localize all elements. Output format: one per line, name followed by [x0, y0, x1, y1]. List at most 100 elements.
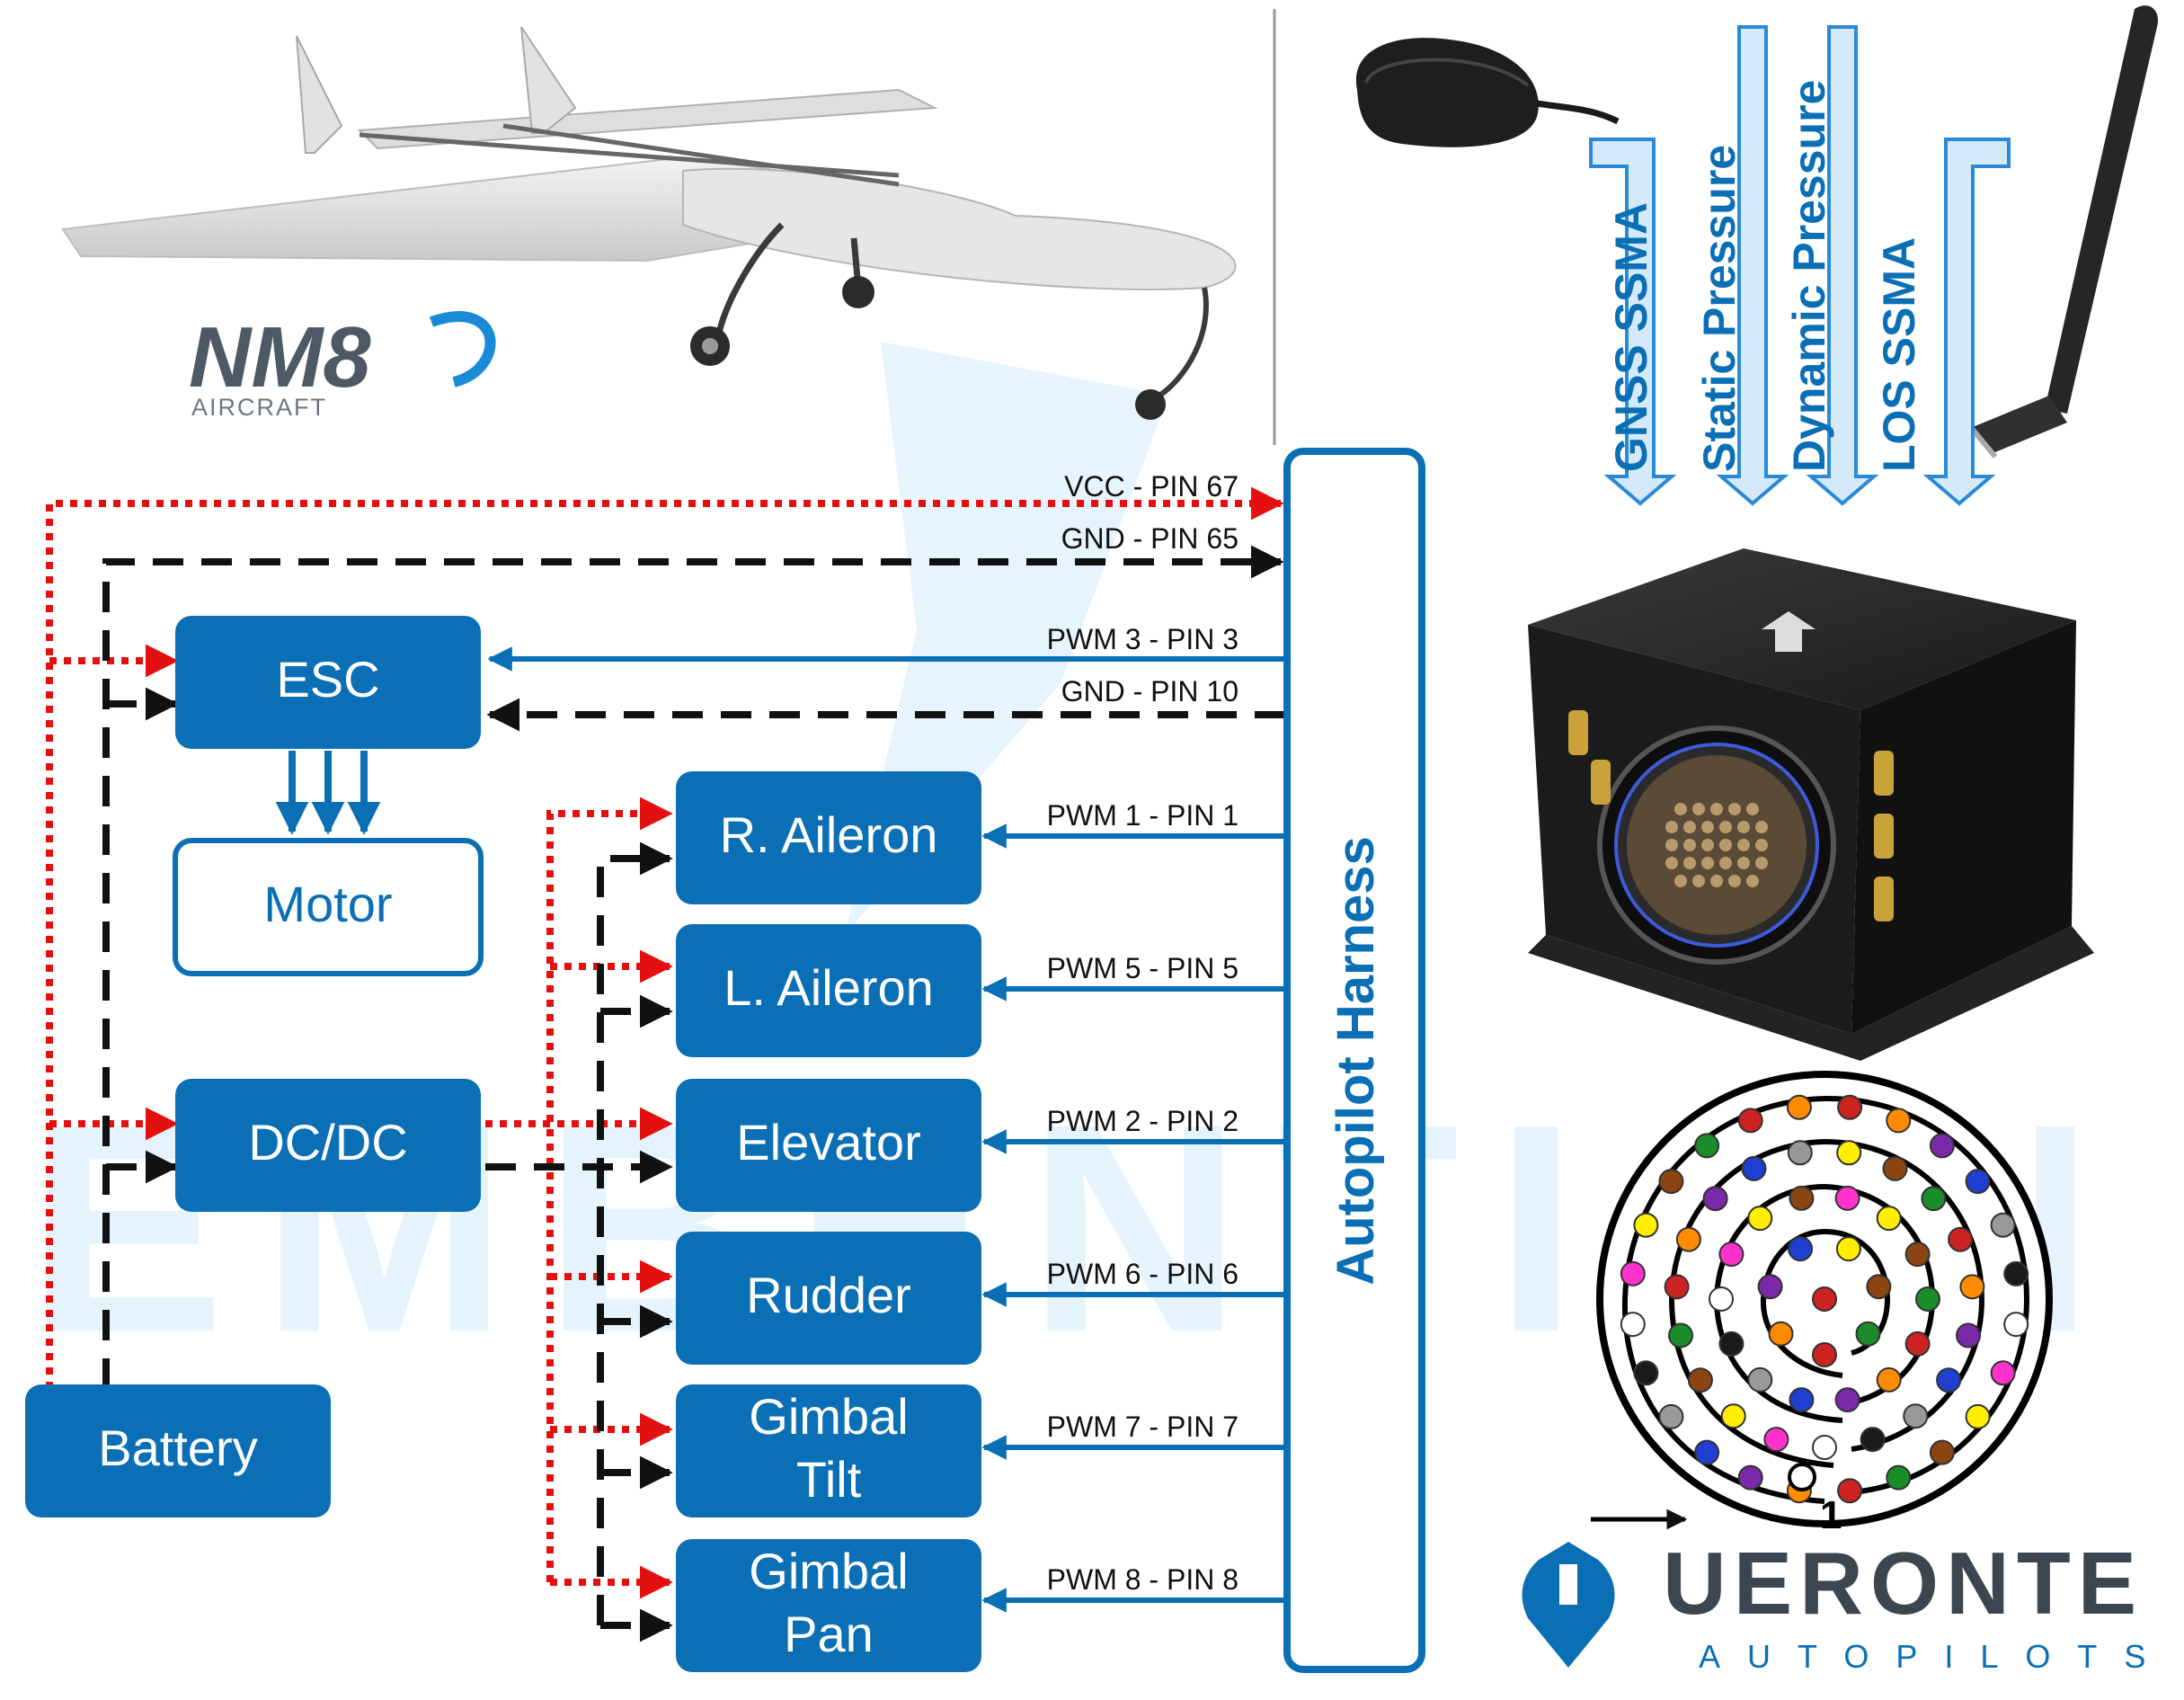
rudder-block: Rudder	[676, 1232, 981, 1365]
connector-pin-dot	[1836, 1140, 1862, 1166]
connector-pin-dot	[1709, 1286, 1734, 1312]
label-gnss-ssma: GNSS SSMA	[1606, 202, 1656, 472]
l-aileron-label: L. Aileron	[724, 959, 934, 1016]
nm8-logo-text: NM8	[189, 309, 371, 405]
nm8-logo-subtext: AIRCRAFT	[191, 394, 327, 421]
connector-pin-dot	[1675, 1226, 1701, 1252]
gimbal-tilt-label-line2: Tilt	[796, 1451, 862, 1508]
pin-label-pwm8: PWM 8 - PIN 8	[1047, 1563, 1238, 1596]
connector-pin-dot	[1718, 1331, 1745, 1357]
l-aileron-block: L. Aileron	[676, 924, 981, 1057]
connector-pin-dot	[1620, 1260, 1646, 1286]
connector-pin-dot	[1786, 1094, 1812, 1120]
connector-pin-one-label: 1	[1820, 1493, 1842, 1537]
connector-pin-dot	[1720, 1403, 1746, 1429]
connector-pin-dot	[1737, 1108, 1763, 1134]
connector-pin-dot	[1633, 1360, 1659, 1386]
connector-pin-dot	[1812, 1286, 1837, 1312]
connector-pin-dot	[1694, 1439, 1720, 1465]
connector-pin-dot	[1882, 1155, 1908, 1181]
connector-pin-dot	[1763, 1427, 1789, 1453]
label-dynamic-pressure: Dynamic Pressure	[1784, 80, 1834, 472]
pin-label-gnd10: GND - PIN 10	[1061, 675, 1238, 708]
connector-pin-dot	[1812, 1435, 1837, 1460]
esc-label: ESC	[276, 651, 379, 708]
label-static-pressure: Static Pressure	[1694, 145, 1745, 472]
connector-pin-dot	[1921, 1186, 1947, 1212]
veronte-logo-text: UERONTE	[1663, 1534, 2144, 1633]
nm8-logo: NM8 AIRCRAFT	[189, 309, 496, 421]
label-los-ssma: LOS SSMA	[1874, 237, 1924, 472]
gimbal-tilt-block: Gimbal Tilt	[676, 1384, 981, 1518]
connector-pin-dot	[1959, 1274, 1985, 1300]
connector-pin-dot	[1835, 1236, 1861, 1262]
connector-pin-dot	[1936, 1367, 1962, 1393]
connector-pin-dot	[1687, 1367, 1713, 1393]
connector-pin-dot	[1948, 1226, 1974, 1252]
connector-pin-dot	[1658, 1169, 1684, 1195]
pin-label-pwm3: PWM 3 - PIN 3	[1047, 623, 1238, 655]
connector-pin-dot	[1965, 1169, 1991, 1195]
connector-pin-dot	[1789, 1185, 1815, 1211]
connector-pin-dot	[1886, 1464, 1912, 1491]
connector-pin-dot	[1990, 1212, 2016, 1238]
pin-label-pwm1: PWM 1 - PIN 1	[1047, 799, 1238, 832]
connector-pin-dot	[1787, 1140, 1813, 1166]
battery-label: Battery	[98, 1420, 257, 1476]
elevator-label: Elevator	[736, 1114, 920, 1170]
connector-pin-dot	[1929, 1439, 1955, 1465]
gimbal-tilt-label-line1: Gimbal	[749, 1388, 908, 1445]
pin-label-pwm7: PWM 7 - PIN 7	[1047, 1411, 1238, 1443]
connector-pin-dot	[1768, 1321, 1794, 1347]
connector-pin-dot	[1904, 1331, 1931, 1357]
connector-pin-dot	[1694, 1133, 1720, 1159]
gimbal-pan-label-line2: Pan	[784, 1606, 874, 1662]
power-wires	[46, 486, 1284, 1599]
motor-block: Motor	[173, 838, 484, 976]
veronte-logo-subtext: AUTOPILOTS	[1699, 1638, 2172, 1675]
connector-pin-dot	[1929, 1133, 1955, 1159]
connector-pin-dot	[1788, 1236, 1814, 1262]
veronte-logo-icon: UERONTE AUTOPILOTS	[1522, 1534, 2172, 1675]
connector-pin-dot	[1812, 1342, 1837, 1367]
connector-pin-dot	[1904, 1242, 1931, 1268]
pin-label-pwm6: PWM 6 - PIN 6	[1047, 1258, 1238, 1290]
dcdc-label: DC/DC	[248, 1114, 407, 1170]
connector-pin-dot	[1747, 1366, 1773, 1393]
connector-pin-dot	[1915, 1286, 1940, 1312]
connector-pin-dot	[1855, 1321, 1881, 1347]
autopilot-harness: Autopilot Harness	[1283, 448, 1425, 1673]
connector-pin-dot	[1620, 1312, 1646, 1338]
battery-block: Battery	[25, 1384, 331, 1518]
r-aileron-block: R. Aileron	[676, 771, 981, 904]
connector-pin-dot	[1837, 1478, 1863, 1504]
dcdc-block: DC/DC	[175, 1079, 481, 1212]
connector-pin-dot	[1658, 1403, 1684, 1429]
connector-pinout-icon: 1	[1591, 1071, 2053, 1537]
connector-pin-dot	[1664, 1274, 1690, 1300]
connector-pin-dot	[1956, 1322, 1981, 1348]
connector-pin-dot	[1834, 1185, 1860, 1211]
pin-label-pwm5: PWM 5 - PIN 5	[1047, 952, 1238, 984]
connector-pin-dot	[1633, 1212, 1659, 1238]
input-arrows	[1589, 25, 2011, 506]
esc-block: ESC	[175, 616, 481, 749]
uav-aircraft-photo-icon	[61, 26, 1237, 420]
los-antenna-icon	[1966, 5, 2158, 458]
connector-pin-dot	[1876, 1206, 1902, 1232]
elevator-block: Elevator	[676, 1079, 981, 1212]
ground-wires	[102, 545, 1285, 1642]
connector-pin-dot	[1757, 1274, 1783, 1300]
r-aileron-label: R. Aileron	[720, 806, 938, 863]
connector-pin-dot	[1747, 1206, 1773, 1232]
pin-label-gnd65: GND - PIN 65	[1061, 522, 1238, 555]
pwm-wires	[275, 646, 1285, 1613]
connector-pin-dot	[1737, 1464, 1763, 1491]
connector-pin-dot	[1837, 1094, 1863, 1120]
connector-pin-dot	[1718, 1242, 1745, 1268]
connector-pin-dot	[1903, 1403, 1929, 1429]
gimbal-pan-block: Gimbal Pan	[676, 1539, 981, 1672]
rudder-label: Rudder	[746, 1267, 911, 1323]
motor-label: Motor	[263, 876, 392, 932]
